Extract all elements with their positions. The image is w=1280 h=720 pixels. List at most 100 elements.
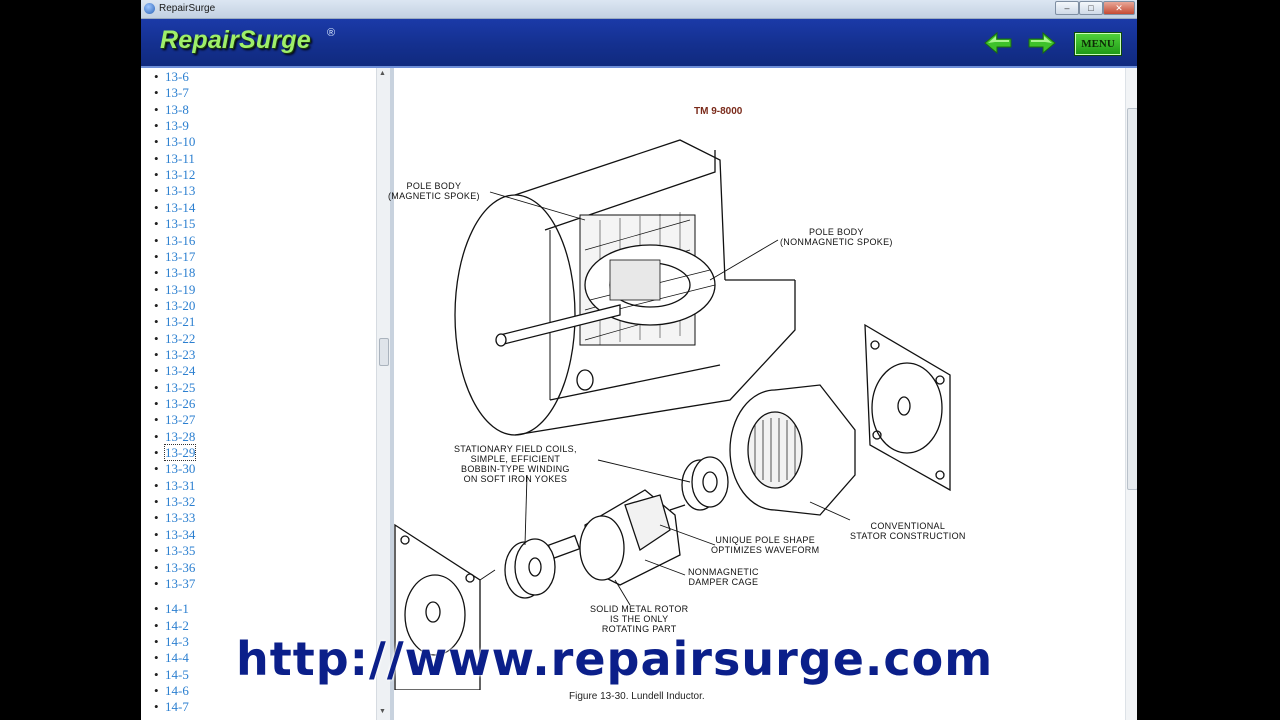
toc-item-label[interactable]: 13-25 — [165, 379, 196, 395]
toc-item-label[interactable]: 13-8 — [165, 101, 189, 117]
toc-item-13-27[interactable]: • 13-27 — [154, 412, 195, 428]
toc-item-13-23[interactable]: • 13-23 — [154, 347, 195, 363]
toc-item-13-37[interactable]: •13-37 — [154, 576, 195, 592]
toc-item-label[interactable]: 13-26 — [165, 396, 196, 411]
scroll-up-icon[interactable]: ▲ — [379, 70, 386, 77]
close-button[interactable]: ✕ — [1103, 1, 1135, 15]
toc-item-13-11[interactable]: •13-11 — [154, 151, 195, 167]
toc-item-label[interactable]: 13-9 — [165, 118, 189, 134]
arrow-left-icon[interactable] — [983, 31, 1013, 55]
toc-item-13-19[interactable]: •13-19 — [154, 282, 195, 298]
toc-item-label[interactable]: 13-23 — [165, 346, 196, 362]
arrow-right-icon[interactable] — [1027, 31, 1057, 55]
toc-item-13-13[interactable]: •13-13 — [154, 183, 195, 199]
content-scroll-thumb[interactable] — [1127, 108, 1137, 490]
toc-item-label[interactable]: 13-19 — [165, 281, 196, 297]
toc-item-label[interactable]: 13-18 — [165, 265, 196, 281]
app-header: RepairSurge ® MENU — [141, 19, 1137, 68]
toc-item-13-22[interactable]: •13-22 — [154, 331, 195, 347]
bullet-icon: • — [154, 216, 159, 232]
toc-item-label[interactable]: 13-35 — [165, 543, 196, 559]
toc-item-13-32[interactable]: •13-32 — [154, 494, 195, 510]
toc-item-label[interactable]: 14-3 — [165, 633, 189, 649]
bullet-icon: • — [154, 346, 159, 362]
toc-item-13-12[interactable]: •13-12 — [154, 167, 195, 183]
toc-item-label[interactable]: 14-5 — [165, 666, 189, 682]
toc-item-13-10[interactable]: •13-10 — [154, 134, 195, 150]
toc-item-13-31[interactable]: •13-31 — [154, 478, 195, 494]
toc-item-13-25[interactable]: • 13-25 — [154, 380, 195, 396]
toc-item-13-36[interactable]: •13-36 — [154, 560, 195, 576]
toc-item-label[interactable]: 13-22 — [165, 330, 196, 346]
toc-item-label[interactable]: 13-24 — [165, 363, 196, 379]
bullet-icon: • — [154, 428, 159, 444]
minimize-button[interactable]: – — [1055, 1, 1079, 15]
toc-item-label[interactable]: 13-10 — [165, 134, 196, 150]
menu-button[interactable]: MENU — [1075, 33, 1121, 55]
bullet-icon: • — [154, 101, 159, 117]
toc-item-14-3[interactable]: •14-3 — [154, 634, 189, 650]
toc-item-label[interactable]: 14-7 — [165, 699, 189, 715]
toc-item-13-28[interactable]: • 13-28 — [154, 429, 195, 445]
bullet-icon: • — [154, 412, 159, 428]
bullet-icon: • — [154, 526, 159, 542]
toc-item-13-21[interactable]: •13-21 — [154, 314, 195, 330]
toc-item-13-8[interactable]: • 13-8 — [154, 102, 189, 118]
toc-item-13-20[interactable]: •13-20 — [154, 298, 195, 314]
toc-item-label[interactable]: 13-6 — [165, 69, 189, 84]
toc-item-label[interactable]: 13-16 — [165, 232, 196, 248]
toc-item-label[interactable]: 14-1 — [165, 601, 189, 617]
toc-item-label[interactable]: 13-15 — [165, 216, 196, 232]
toc-item-13-18[interactable]: •13-18 — [154, 265, 195, 281]
toc-item-label[interactable]: 13-32 — [165, 494, 196, 510]
toc-item-label[interactable]: 13-11 — [165, 150, 195, 166]
field-coil-left — [504, 538, 556, 599]
toc-item-13-34[interactable]: • 13-34 — [154, 527, 195, 543]
toc-item-13-14[interactable]: •13-14 — [154, 200, 195, 216]
toc-item-14-2[interactable]: •14-2 — [154, 618, 189, 634]
toc-item-label[interactable]: 13-20 — [165, 297, 196, 313]
figure-caption: Figure 13-30. Lundell Inductor. — [569, 691, 705, 702]
toc-item-label[interactable]: 14-6 — [165, 682, 189, 698]
toc-item-14-7[interactable]: •14-7 — [154, 699, 189, 715]
bullet-icon: • — [154, 379, 159, 395]
toc-item-label[interactable]: 13-28 — [165, 428, 196, 444]
toc-item-13-15[interactable]: • 13-15 — [154, 216, 195, 232]
toc-item-13-9[interactable]: •13-9 — [154, 118, 189, 134]
toc-item-label[interactable]: 14-2 — [165, 617, 189, 633]
toc-item-label[interactable]: 14-4 — [165, 650, 189, 666]
toc-item-label[interactable]: 13-17 — [165, 248, 196, 264]
toc-item-label[interactable]: 13-21 — [165, 314, 196, 330]
toc-item-13-30[interactable]: •13-30 — [154, 461, 195, 477]
toc-item-13-7[interactable]: •13-7 — [154, 85, 189, 101]
toc-item-label[interactable]: 13-13 — [165, 183, 196, 199]
maximize-button[interactable]: □ — [1079, 1, 1103, 15]
toc-item-label[interactable]: 13-37 — [165, 575, 196, 591]
toc-item-label[interactable]: 13-30 — [165, 461, 196, 477]
sidebar-scroll-thumb[interactable] — [379, 338, 389, 366]
sidebar-scrollbar[interactable]: ▲ ▼ — [376, 68, 390, 720]
toc-item-label[interactable]: 13-27 — [165, 412, 196, 428]
toc-item-14-1[interactable]: •14-1 — [154, 601, 189, 617]
toc-item-13-16[interactable]: •13-16 — [154, 233, 195, 249]
toc-item-label[interactable]: 13-29 — [163, 444, 197, 462]
content-scrollbar[interactable] — [1125, 68, 1137, 720]
scroll-down-icon[interactable]: ▼ — [379, 708, 386, 715]
toc-item-13-29[interactable]: •13-29 — [154, 444, 197, 462]
toc-item-13-6[interactable]: •13-6 — [154, 69, 189, 85]
toc-item-label[interactable]: 13-7 — [165, 85, 189, 101]
toc-item-14-5[interactable]: •14-5 — [154, 667, 189, 683]
toc-item-13-17[interactable]: •13-17 — [154, 249, 195, 265]
toc-item-label[interactable]: 13-33 — [165, 510, 196, 526]
toc-item-label[interactable]: 13-12 — [165, 167, 196, 183]
toc-item-13-26[interactable]: •13-26 — [154, 396, 195, 412]
toc-item-14-6[interactable]: •14-6 — [154, 683, 189, 699]
toc-item-13-24[interactable]: •13-24 — [154, 363, 195, 379]
toc-item-14-4[interactable]: •14-4 — [154, 650, 189, 666]
toc-item-label[interactable]: 13-31 — [165, 477, 196, 493]
toc-item-label[interactable]: 13-36 — [165, 559, 196, 575]
toc-item-label[interactable]: 13-34 — [165, 526, 196, 542]
toc-item-13-33[interactable]: •13-33 — [154, 510, 195, 526]
toc-item-13-35[interactable]: •13-35 — [154, 543, 195, 559]
toc-item-label[interactable]: 13-14 — [165, 199, 196, 215]
